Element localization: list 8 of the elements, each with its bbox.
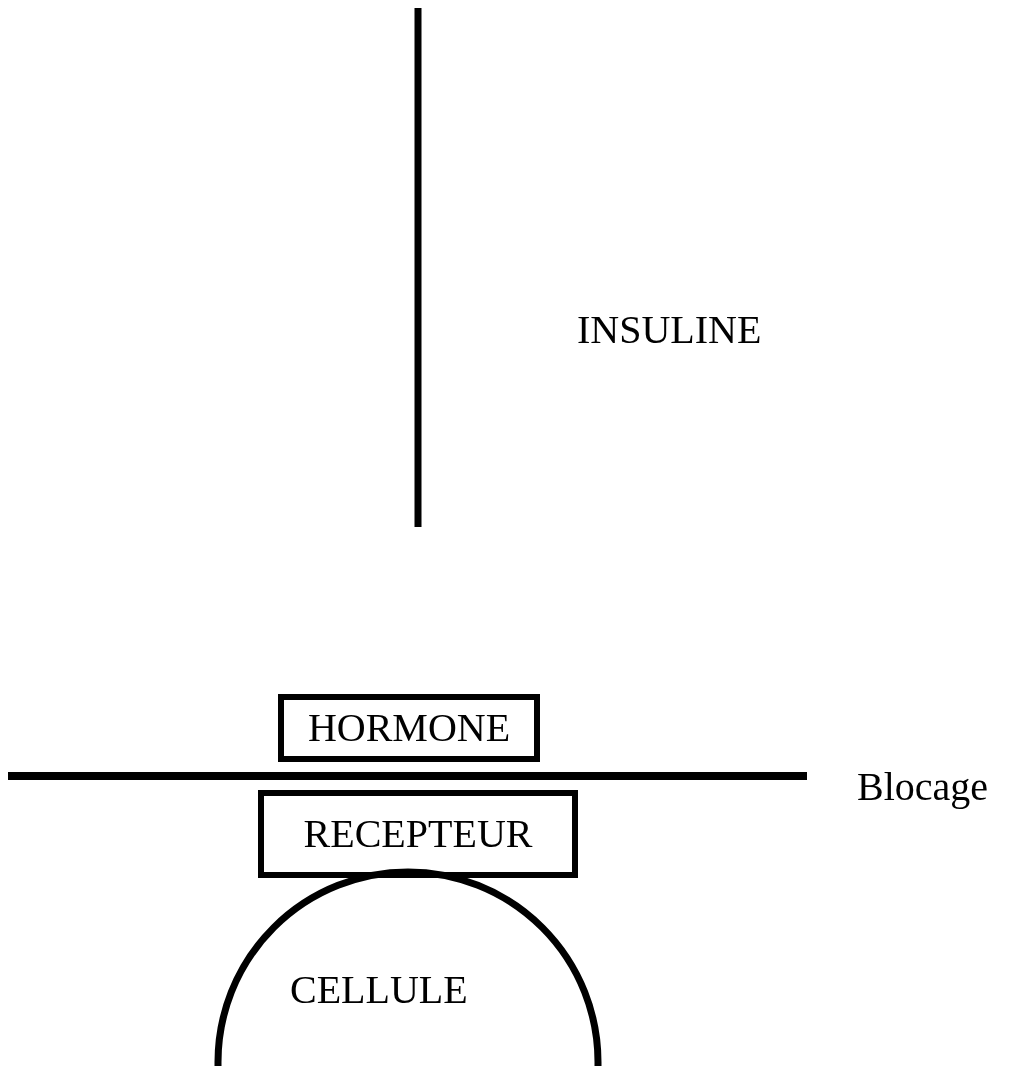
node-label: RECEPTEUR [303, 814, 533, 854]
receptor-box [258, 790, 578, 878]
node-label: HORMONE [307, 708, 511, 748]
blocking-label: Blocage [857, 767, 989, 807]
hormone-name-label: INSULINE [577, 310, 762, 350]
hormone-box [278, 694, 540, 762]
cell-shape [214, 868, 602, 1066]
node-label: CELLULE [290, 970, 468, 1010]
